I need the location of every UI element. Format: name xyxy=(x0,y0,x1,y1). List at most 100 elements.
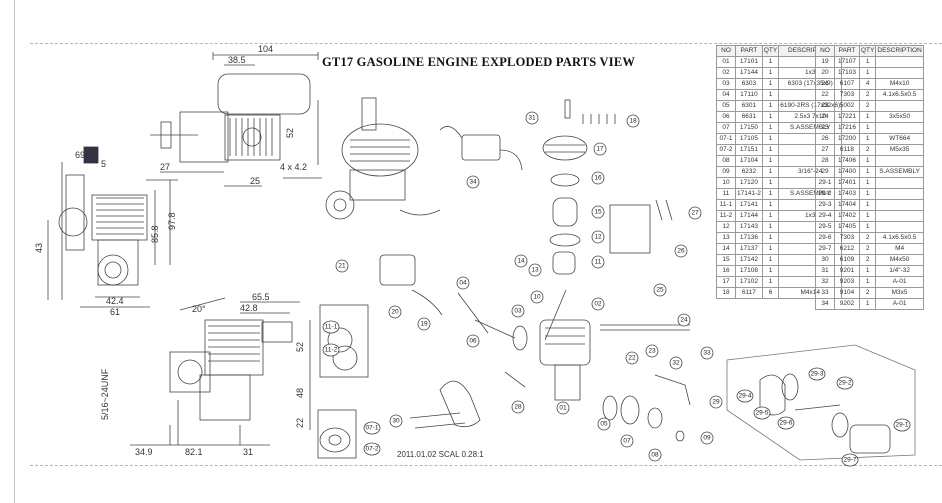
callout-number: 29-2 xyxy=(838,380,851,387)
callout-circle xyxy=(593,142,607,156)
callout-circle xyxy=(893,418,911,432)
cell-qty: 1 xyxy=(761,100,780,112)
cell-qty: 1 xyxy=(858,155,877,167)
cell-no: 04 xyxy=(716,89,736,101)
callout-16: 16 xyxy=(591,171,605,185)
cell-qty: 2 xyxy=(858,243,877,255)
callout-circle xyxy=(556,401,570,415)
callout-number: 29-4 xyxy=(738,393,751,400)
callout-number: 22 xyxy=(628,355,636,362)
callout-30: 30 xyxy=(389,414,403,428)
callout-29-2: 29-2 xyxy=(836,376,854,390)
cell-no: 01 xyxy=(716,56,736,68)
cell-no: 03 xyxy=(716,78,736,90)
dim-31: 31 xyxy=(243,447,253,457)
cell-part: 6301 xyxy=(735,100,763,112)
dim-thread: 5/16~24UNF xyxy=(100,368,110,420)
cell-qty: 1 xyxy=(858,199,877,211)
cell-part: 6118 xyxy=(834,144,860,156)
exploded-parts xyxy=(319,99,691,453)
cell-part: 6303 xyxy=(735,78,763,90)
cell-part: 17105 xyxy=(735,133,763,145)
callout-number: 07 xyxy=(623,438,631,445)
callout-26: 26 xyxy=(674,244,688,258)
cell-description xyxy=(875,177,924,189)
callout-circle xyxy=(674,244,688,258)
callout-34: 34 xyxy=(466,175,480,189)
cell-part: 17107 xyxy=(834,56,860,68)
callout-number: 09 xyxy=(703,435,711,442)
callout-circle xyxy=(653,283,667,297)
callout-29: 29 xyxy=(709,395,723,409)
silencer-detail xyxy=(726,344,916,461)
cell-no: 07-2 xyxy=(716,144,736,156)
cell-part: 17141-2 xyxy=(735,188,763,200)
callout-number: 29 xyxy=(712,399,720,406)
callout-number: 34 xyxy=(469,179,477,186)
cell-part: 17144 xyxy=(735,210,763,222)
callout-number: 29-6 xyxy=(779,420,792,427)
cell-no: 29-6 xyxy=(815,232,835,244)
dim-34-9: 34.9 xyxy=(135,447,153,457)
callout-circle xyxy=(709,395,723,409)
cell-description xyxy=(875,56,924,68)
cell-description: S.ASSEMBLY xyxy=(875,166,924,178)
col-description: DESCRIPTION xyxy=(875,45,924,57)
cell-qty: 1 xyxy=(858,265,877,277)
dim-82-1: 82.1 xyxy=(185,447,203,457)
callout-29-5: 29-5 xyxy=(753,406,771,420)
cell-qty: 1 xyxy=(761,122,780,134)
callout-circle xyxy=(626,114,640,128)
cell-no: 15 xyxy=(716,254,736,266)
dim-48: 48 xyxy=(295,388,305,398)
callout-circle xyxy=(777,416,795,430)
cell-part: 17216 xyxy=(834,122,860,134)
cell-no: 06 xyxy=(716,111,736,123)
callout-29-6: 29-6 xyxy=(777,416,795,430)
callout-circle xyxy=(530,290,544,304)
callout-11-1: 11-1 xyxy=(322,320,340,334)
cell-no: 12 xyxy=(716,221,736,233)
callout-circle xyxy=(514,254,528,268)
cell-description: M4x10 xyxy=(875,78,924,90)
callout-19: 19 xyxy=(417,317,431,331)
callout-03: 03 xyxy=(511,304,525,318)
dim-69: 69 xyxy=(75,150,85,160)
dim-104: 104 xyxy=(258,44,273,54)
cell-part: 9203 xyxy=(834,276,860,288)
assembled-engine-iso xyxy=(325,97,441,220)
cell-part: 6109 xyxy=(834,254,860,266)
callout-number: 29-1 xyxy=(895,422,908,429)
cell-part: 17137 xyxy=(735,243,763,255)
cell-no: 07-1 xyxy=(716,133,736,145)
callout-circle xyxy=(322,343,340,357)
cell-description xyxy=(875,221,924,233)
callout-number: 20 xyxy=(391,309,399,316)
cell-part: 17102 xyxy=(735,276,763,288)
cell-no: 27 xyxy=(815,144,835,156)
callout-29-1: 29-1 xyxy=(893,418,911,432)
callout-number: 16 xyxy=(594,175,602,182)
dim-97-8: 97.8 xyxy=(167,212,177,230)
cell-qty: 1 xyxy=(858,221,877,233)
callout-22: 22 xyxy=(625,351,639,365)
cell-no: 29-7 xyxy=(815,243,835,255)
callout-number: 31 xyxy=(528,115,536,122)
cell-no: 07 xyxy=(716,122,736,134)
callout-17: 17 xyxy=(593,142,607,156)
cell-no: 19 xyxy=(815,56,835,68)
cell-no: 33 xyxy=(815,287,835,299)
callout-02: 02 xyxy=(591,297,605,311)
callout-circle xyxy=(841,453,859,467)
callout-number: 04 xyxy=(459,280,467,287)
cell-no: 21 xyxy=(815,78,835,90)
callout-number: 33 xyxy=(703,350,711,357)
callout-number: 25 xyxy=(656,287,664,294)
callout-circle xyxy=(836,376,854,390)
